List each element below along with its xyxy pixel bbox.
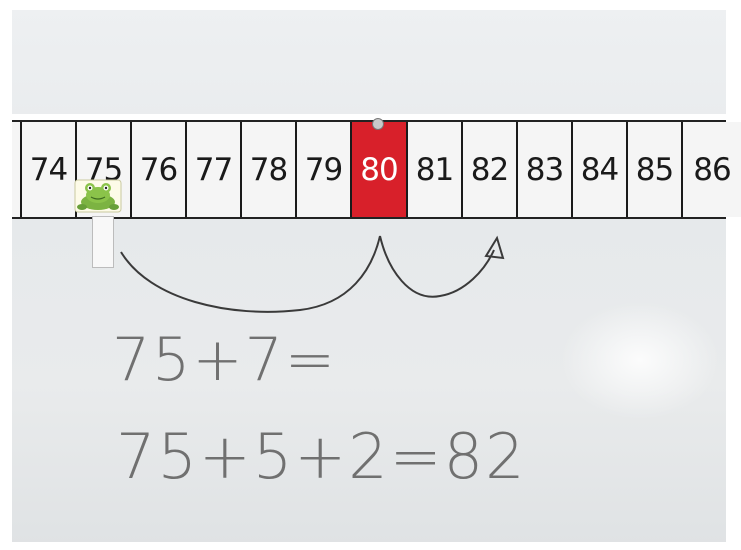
light-glare xyxy=(560,300,720,420)
photo-border-top xyxy=(0,0,726,10)
number-cell: 85 xyxy=(626,122,681,217)
clothespin-clip xyxy=(92,216,114,268)
number-cell: 81 xyxy=(406,122,461,217)
number-cell: 78 xyxy=(240,122,295,217)
thumbtack xyxy=(372,118,384,130)
photo-border-left xyxy=(0,0,12,550)
number-cell: 79 xyxy=(295,122,350,217)
number-cell: 86 xyxy=(681,122,741,217)
equation-line-2: 75+5+2=82 xyxy=(116,420,527,493)
frog-icon xyxy=(74,179,122,213)
number-cell: 76 xyxy=(130,122,185,217)
number-cell: 83 xyxy=(516,122,571,217)
number-cell: 77 xyxy=(185,122,240,217)
number-line: 3 74 75 76 77 78 79 80 81 82 83 84 85 86 xyxy=(0,120,741,219)
number-cell: 82 xyxy=(461,122,516,217)
photo-border-bottom xyxy=(0,542,726,550)
equation-line-1: 75+7= xyxy=(112,325,338,395)
jump-arrows xyxy=(120,235,505,313)
number-cell-highlighted: 80 xyxy=(350,122,406,217)
number-cell: 74 xyxy=(20,122,75,217)
number-cell: 84 xyxy=(571,122,626,217)
